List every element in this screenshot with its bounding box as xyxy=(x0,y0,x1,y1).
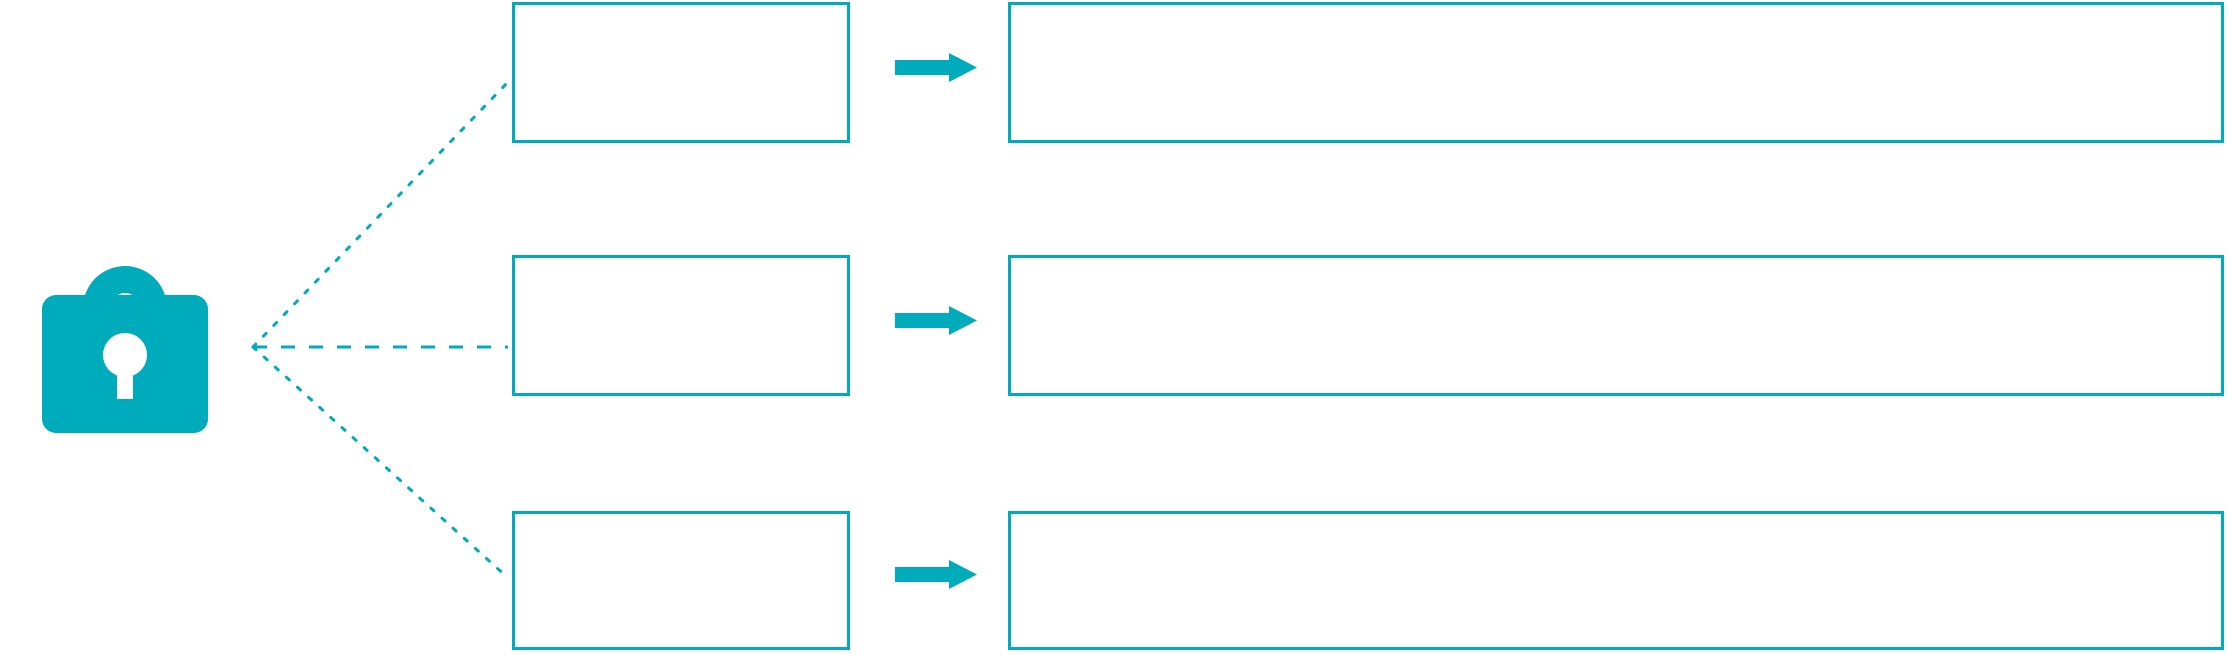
input-box-row-3[interactable] xyxy=(512,511,850,650)
input-box-row-2[interactable] xyxy=(512,255,850,396)
connector-line-row-3 xyxy=(251,345,510,580)
output-box-row-2-label xyxy=(1011,258,2221,278)
arrow-right-icon xyxy=(895,560,977,589)
input-box-row-1[interactable] xyxy=(512,2,850,143)
lock-icon xyxy=(42,266,208,433)
input-box-row-2-label xyxy=(515,258,847,278)
output-box-row-1[interactable] xyxy=(1008,2,2224,143)
arrow-right-icon xyxy=(895,53,977,82)
arrow-right-icon xyxy=(895,306,977,335)
output-box-row-1-label xyxy=(1011,5,2221,25)
output-box-row-3[interactable] xyxy=(1008,511,2224,650)
input-box-row-3-label xyxy=(515,514,847,534)
connector-line-row-1 xyxy=(251,80,510,349)
input-box-row-1-label xyxy=(515,5,847,25)
output-box-row-3-label xyxy=(1011,514,2221,534)
output-box-row-2[interactable] xyxy=(1008,255,2224,396)
